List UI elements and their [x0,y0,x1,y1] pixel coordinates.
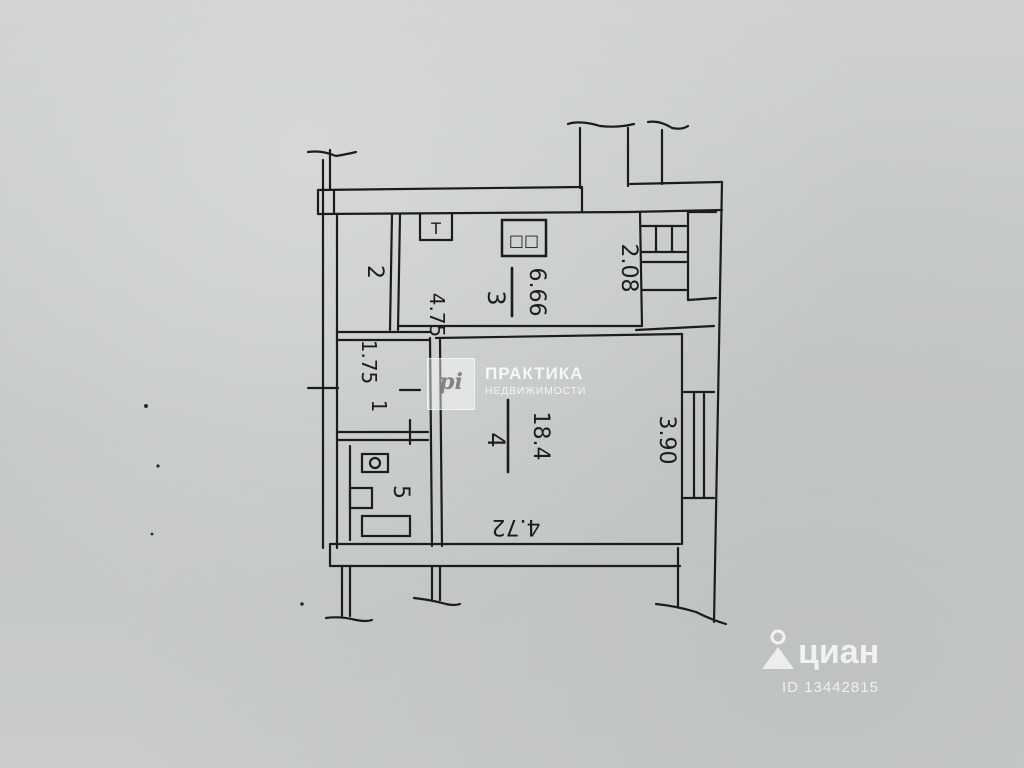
room-3-number: 3 [482,290,510,305]
cian-logo-icon [762,629,794,669]
company-logo: pi [427,358,475,410]
room-2-number: 2 [362,265,387,279]
left-wall [306,148,358,550]
top-wall [316,180,724,216]
hall-dimension: 1.75 [357,340,381,385]
room-1-number: 1 [367,400,391,413]
room-3-walls [388,210,644,332]
room-4-area: 18.4 [528,412,553,461]
bottom-wall [324,542,682,623]
company-subtitle: НЕДВИЖИМОСТИ [485,385,587,397]
room-4-walls [428,332,684,548]
hall-walls [306,330,432,446]
company-name: ПРАКТИКА [485,364,584,383]
cian-brand: циан [798,633,880,671]
paper-specks [144,404,304,606]
chimney-shaft [566,120,690,190]
room-5-number: 5 [388,485,413,499]
room-3-width-dimension: 2.08 [616,244,641,293]
company-watermark: pi ПРАКТИКА НЕДВИЖИМОСТИ [427,358,617,410]
room-4-height-dimension: 3.90 [654,416,679,465]
room-4-width-dimension: 4.72 [492,514,541,539]
listing-id: ID 13442815 [782,679,879,696]
right-wall [634,180,728,626]
stove-label: □□ [509,231,539,250]
room-3-length-dimension: 4.75 [425,293,449,338]
room-4-number: 4 [482,432,510,447]
room-3-area: 6.66 [524,268,549,317]
bathroom-fixtures [348,444,412,542]
cian-watermark: циан ID 13442815 [760,625,960,705]
toilet-label: T [430,219,441,238]
